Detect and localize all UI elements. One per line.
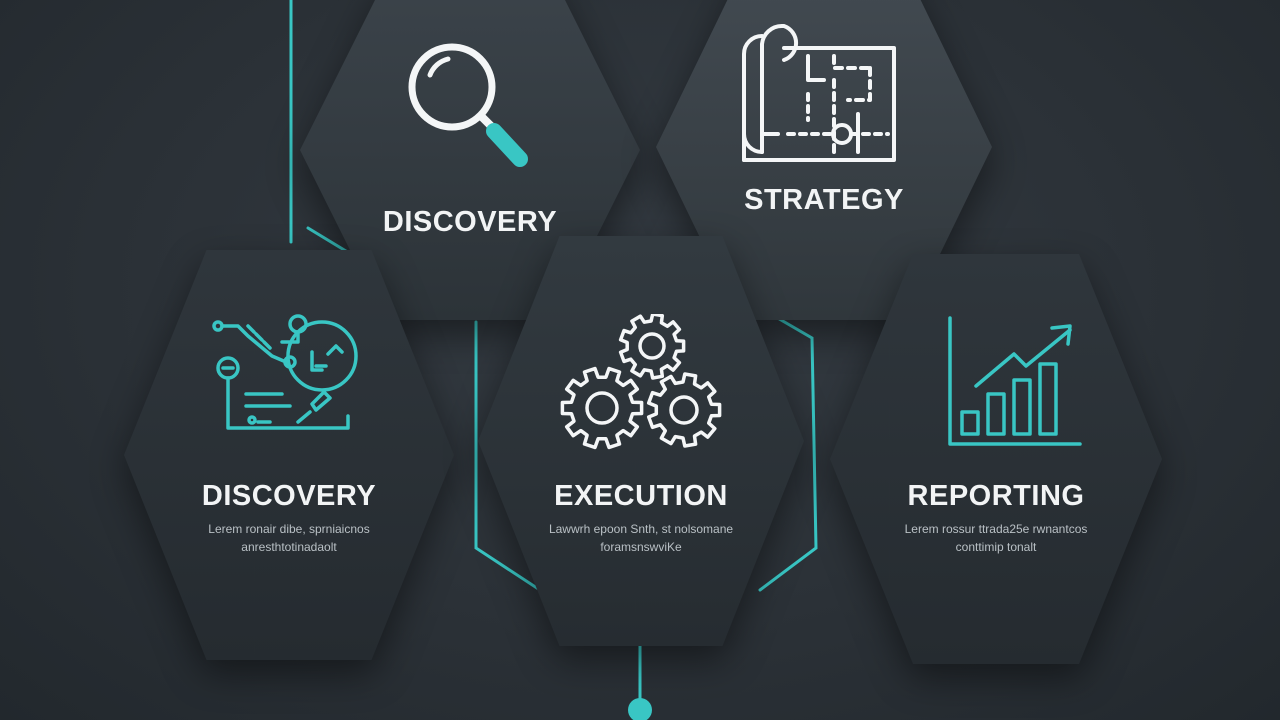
node-title: DISCOVERY [382, 206, 558, 238]
hex-node-discovery-left: DISCOVERY Lerem ronair dibe, sprniaicnos… [124, 250, 454, 660]
bar-chart-growth-icon [948, 316, 1082, 446]
node-title: REPORTING [907, 480, 1085, 512]
gear-hub [669, 395, 699, 425]
node-title: DISCOVERY [201, 480, 377, 512]
gear-outline [646, 372, 722, 448]
hex-node-reporting: REPORTING Lerem rossur ttrada25e rwnantc… [830, 254, 1162, 664]
gear-hub [638, 332, 666, 360]
gears-icon [560, 314, 722, 450]
node-description: Lerem ronair dibe, sprniaicnos anresthto… [124, 520, 454, 556]
gear-hub [585, 391, 619, 425]
node-description-line: foramsnswviKe [600, 540, 682, 554]
connector-end-dot [628, 698, 652, 720]
node-description-line: Lerem ronair dibe, sprniaicnos [208, 522, 370, 536]
gear-outline [618, 314, 686, 380]
node-description-line: anresthtotinadaolt [241, 540, 337, 554]
node-description-line: Lerem rossur ttrada25e rwnantcos [904, 522, 1088, 536]
hex-node-execution: EXECUTION Lawwrh epoon Snth, st nolsoman… [478, 236, 804, 646]
magnifying-glass-icon [408, 43, 528, 167]
node-description: Lawwrh epoon Snth, st nolsomane foramsns… [478, 520, 804, 556]
connector-line-center-left [474, 320, 542, 592]
node-description-line: conttimip tonalt [955, 540, 1037, 554]
gear-outline [560, 366, 644, 450]
node-description: Lerem rossur ttrada25e rwnantcos conttim… [830, 520, 1162, 556]
node-description-line: Lawwrh epoon Snth, st nolsomane [548, 522, 734, 536]
node-title: STRATEGY [744, 184, 904, 216]
circuit-icon [212, 314, 358, 430]
node-title: EXECUTION [554, 480, 728, 512]
blueprint-icon [742, 24, 896, 162]
